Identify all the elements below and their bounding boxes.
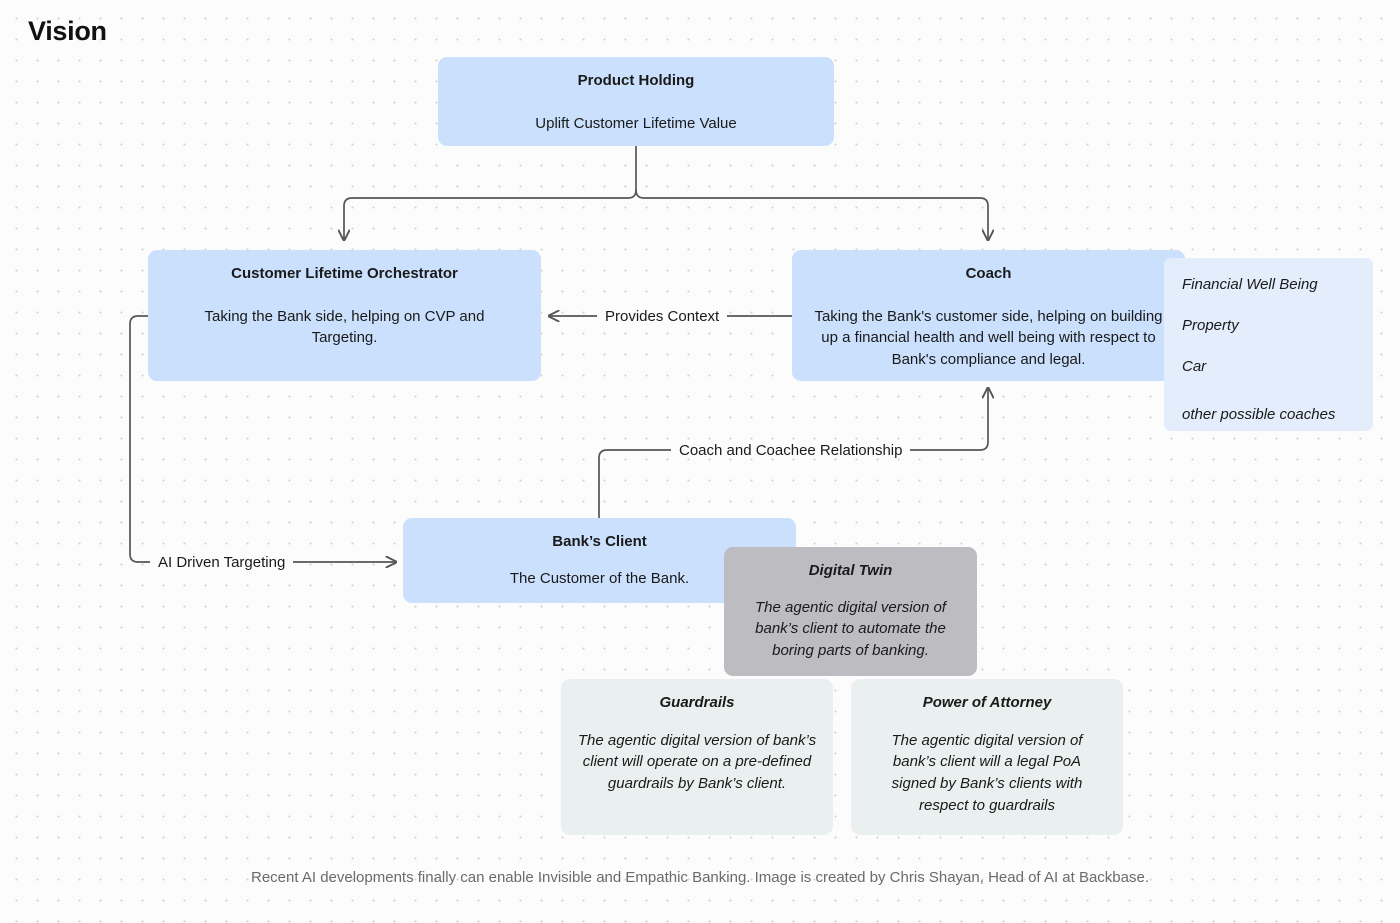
figure-caption: Recent AI developments finally can enabl… [250, 869, 1149, 886]
page-title: Vision [28, 16, 107, 46]
node-description: The agentic digital version of bank’s cl… [755, 598, 946, 660]
node-title: Bank’s Client [552, 533, 647, 550]
node-description: The agentic digital version of bank’s cl… [891, 731, 1083, 814]
node-product-holding[interactable]: Product Holding Uplift Customer Lifetime… [438, 57, 834, 146]
coach-type-item: Property [1182, 316, 1239, 334]
edge-label-ai-driven-targeting: AI Driven Targeting [150, 555, 294, 570]
node-digital-twin[interactable]: Digital Twin The agentic digital version… [724, 547, 977, 676]
node-title: Digital Twin [808, 562, 893, 579]
edge-label-coach-and-coachee: Coach and Coachee Relationship [671, 443, 911, 458]
coach-type-item: Car [1182, 357, 1207, 375]
node-title: Product Holding [577, 72, 695, 89]
node-customer-lifetime-orchestrator[interactable]: Customer Lifetime Orchestrator Taking th… [148, 250, 541, 381]
coach-type-item: Financial Well Being [1182, 276, 1318, 293]
panel-coach-types[interactable]: Financial Well Being Property Car other … [1164, 258, 1373, 431]
node-title: Coach [965, 265, 1012, 282]
edge-productholding-coach [635, 189, 988, 240]
node-description: Uplift Customer Lifetime Value [535, 114, 737, 132]
node-title: Customer Lifetime Orchestrator [231, 265, 458, 282]
edge-productholding-bus [344, 144, 637, 240]
edge-ai-driven-targeting [129, 315, 396, 562]
coach-type-item: other possible coaches [1182, 406, 1336, 424]
node-power-of-attorney[interactable]: Power of Attorney The agentic digital ve… [851, 679, 1123, 835]
edge-label-provides-context: Provides Context [597, 309, 728, 324]
node-coach[interactable]: Coach Taking the Bank's customer side, h… [792, 250, 1185, 381]
node-description: Taking the Bank side, helping on CVP and… [204, 307, 485, 347]
node-description: The Customer of the Bank. [509, 569, 690, 587]
node-description: The agentic digital version of bank’s cl… [577, 731, 817, 793]
node-description: Taking the Bank's customer side, helping… [814, 307, 1163, 369]
node-title: Power of Attorney [922, 694, 1052, 711]
node-guardrails[interactable]: Guardrails The agentic digital version o… [561, 679, 833, 835]
node-title: Guardrails [659, 694, 735, 711]
